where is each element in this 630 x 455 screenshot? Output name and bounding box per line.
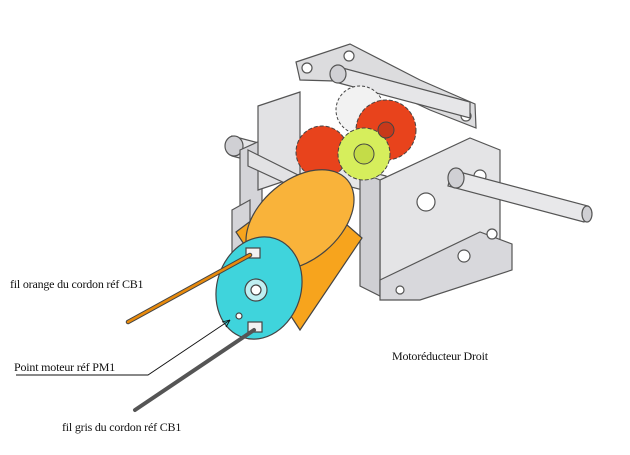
assembly-title: Motoréducteur Droit — [392, 349, 488, 363]
grey-wire-label: fil gris du cordon réf CB1 — [62, 420, 182, 434]
motor-point-leader — [16, 319, 231, 376]
terminal-bottom — [247, 321, 263, 333]
gear-train — [295, 85, 417, 181]
motor-point-label: Point moteur réf PM1 — [14, 360, 115, 374]
leader-lines — [16, 319, 231, 376]
terminal-top — [245, 247, 261, 259]
orange-wire-label: fil orange du cordon réf CB1 — [10, 277, 144, 291]
motor-point — [235, 312, 243, 320]
gearbox-frame — [224, 43, 593, 301]
grey-wire — [133, 328, 256, 412]
wires — [125, 252, 256, 412]
